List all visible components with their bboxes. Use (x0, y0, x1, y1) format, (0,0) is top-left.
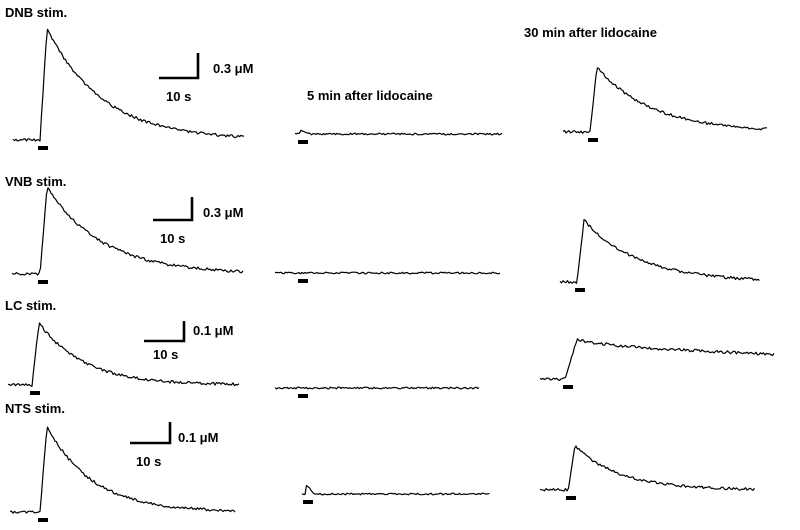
trace-lc-30min (539, 338, 775, 381)
row-title-lc: LC stim. (5, 298, 56, 313)
col-header-5min: 5 min after lidocaine (307, 88, 433, 103)
scale-time-vnb: 10 s (160, 231, 185, 246)
scale-bar-vnb (153, 197, 194, 222)
scale-bar-lc (144, 321, 186, 343)
stim-bar-dnb-5min (298, 140, 308, 144)
scale-amp-vnb: 0.3 μM (203, 205, 243, 220)
scale-amp-lc: 0.1 μM (193, 323, 233, 338)
stim-bar-nts-control (38, 518, 48, 522)
traces-group (7, 28, 775, 522)
col-header-30min: 30 min after lidocaine (524, 25, 657, 40)
trace-dnb-5min (294, 129, 503, 136)
trace-vnb-30min (559, 219, 760, 284)
trace-lc-5min (274, 386, 480, 390)
stim-bar-lc-5min (298, 394, 308, 398)
scale-bar-nts (130, 422, 172, 445)
trace-vnb-5min (274, 271, 501, 275)
trace-nts-control (9, 426, 236, 514)
trace-vnb-control (11, 187, 244, 276)
trace-lc-control (7, 322, 240, 387)
stim-bar-lc-control (30, 391, 40, 395)
row-title-dnb: DNB stim. (5, 5, 67, 20)
trace-dnb-30min (562, 67, 767, 134)
stim-bar-vnb-control (38, 280, 48, 284)
stim-bar-lc-30min (563, 385, 573, 389)
trace-dnb-control (12, 28, 245, 142)
stim-bar-vnb-5min (298, 279, 308, 283)
scale-time-lc: 10 s (153, 347, 178, 362)
stim-bar-nts-5min (303, 500, 313, 504)
scale-amp-nts: 0.1 μM (178, 430, 218, 445)
scale-time-dnb: 10 s (166, 89, 191, 104)
stim-bar-nts-30min (566, 496, 576, 500)
scale-time-nts: 10 s (136, 454, 161, 469)
stim-bar-dnb-control (38, 146, 48, 150)
trace-nts-5min (301, 485, 490, 496)
stim-bar-vnb-30min (575, 288, 585, 292)
scale-bar-dnb (159, 53, 200, 80)
trace-nts-30min (539, 445, 756, 492)
row-title-nts: NTS stim. (5, 401, 65, 416)
scale-amp-dnb: 0.3 μM (213, 61, 253, 76)
stim-bar-dnb-30min (588, 138, 598, 142)
row-title-vnb: VNB stim. (5, 174, 66, 189)
